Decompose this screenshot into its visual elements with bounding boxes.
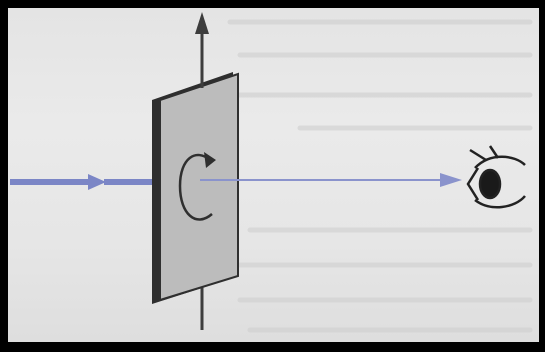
polarizer-plate xyxy=(152,72,238,304)
eye-icon xyxy=(468,146,525,207)
outgoing-ray xyxy=(200,173,462,187)
up-arrow-icon xyxy=(195,12,209,88)
incoming-ray xyxy=(10,174,158,190)
